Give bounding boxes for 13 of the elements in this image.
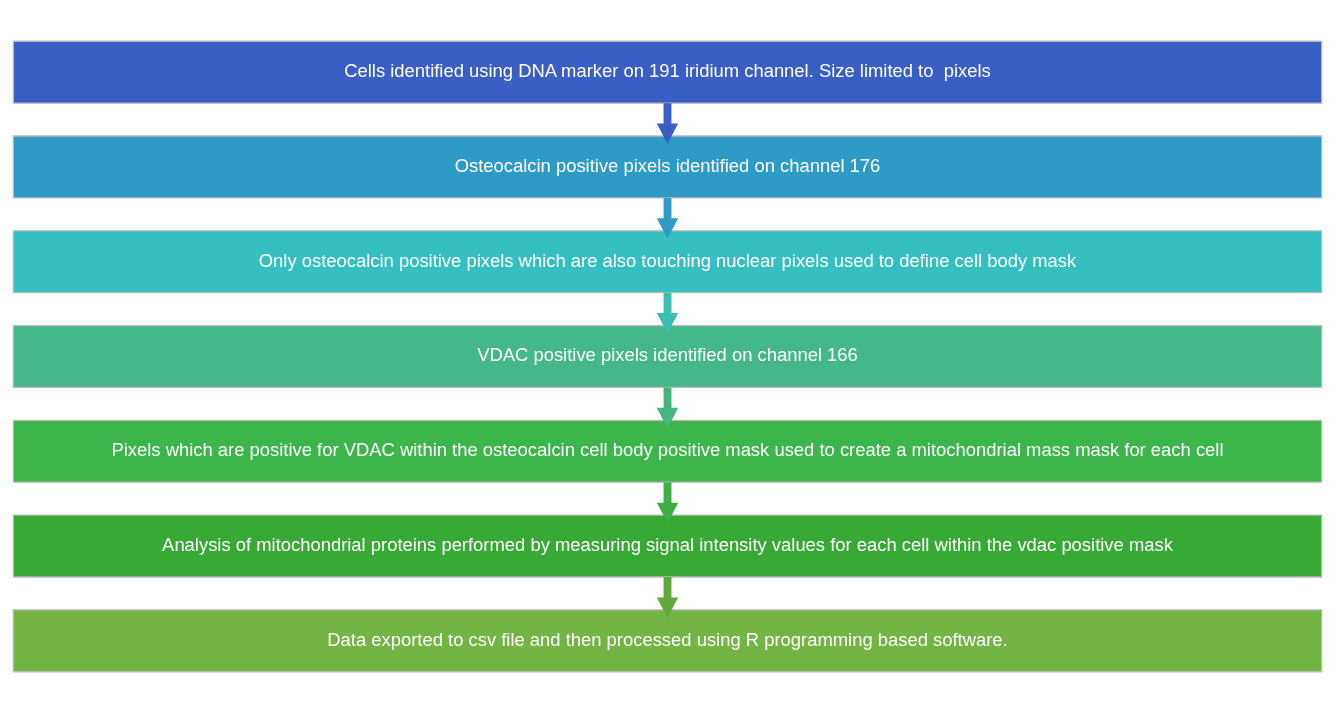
node-box: Cells identified using DNA marker on 191 iridium channel. Size limited to pixels: [12, 40, 1323, 104]
node-box: Data exported to csv file and then processed using R programming based software.: [12, 609, 1323, 673]
node-box: VDAC positive pixels identified on channel 166: [12, 324, 1323, 389]
arrow: [656, 197, 679, 239]
node-box: Only osteocalcin positive pixels which are also touching nuclear pixels used to define cell body mask: [12, 230, 1323, 294]
node-box: Analysis of mitochondrial proteins performed by measuring signal intensity values for each cell within the vdac positive mask: [12, 514, 1323, 578]
node-box: Osteocalcin positive pixels identified on channel 176: [12, 135, 1323, 199]
arrow: [656, 103, 679, 144]
arrow: [656, 292, 679, 334]
arrow: [656, 482, 679, 523]
arrow: [656, 387, 679, 429]
node-box: Pixels which are positive for VDAC within the osteocalcin cell body positive mask used to create a mitochondrial mass mask for each cell: [12, 419, 1323, 483]
arrow: [656, 577, 679, 618]
